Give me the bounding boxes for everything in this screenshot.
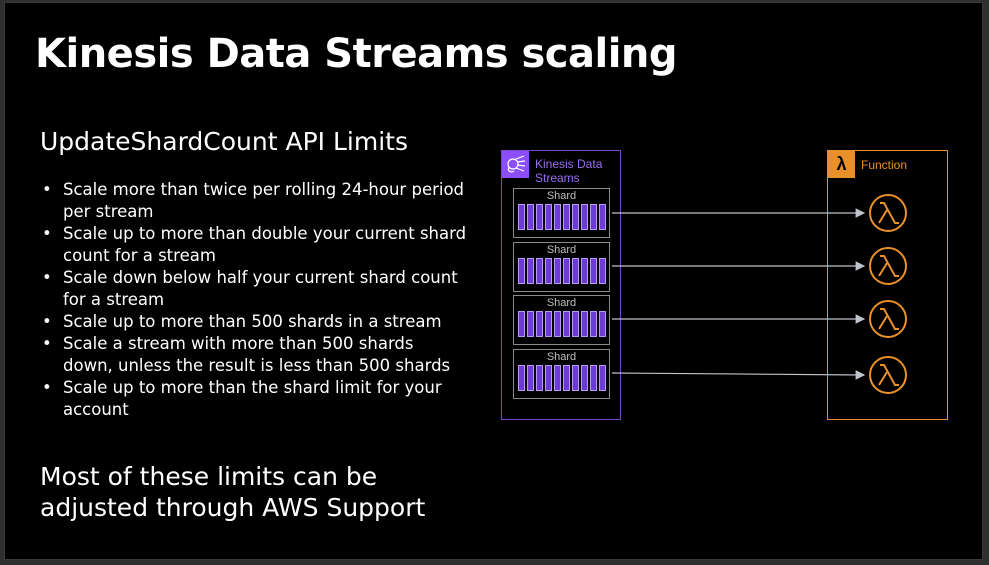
bullet-item: Scale up to more than the shard limit fo… [38,377,468,421]
footer-note: Most of these limits can be adjusted thr… [40,462,426,522]
lambda-icon: λ [828,151,855,178]
slide-title: Kinesis Data Streams scaling [35,31,678,77]
shard-records [518,365,606,391]
shard-box: Shard [513,242,610,292]
lambda-function-group: λ Function [827,150,948,420]
bullet-item: Scale down below half your current shard… [38,267,468,311]
shard-label: Shard [546,244,577,256]
kinesis-data-streams-group: Kinesis Data Streams Shard Shard Shard S… [501,150,621,420]
slide-subtitle: UpdateShardCount API Limits [40,127,408,156]
bullet-item: Scale up to more than 500 shards in a st… [38,311,468,333]
function-label: Function [861,158,908,172]
shard-box: Shard [513,188,610,238]
shard-records [518,311,606,337]
slide: Kinesis Data Streams scaling UpdateShard… [4,2,983,560]
shard-label: Shard [546,351,577,363]
shard-label: Shard [546,297,577,309]
kinesis-streams-icon [502,151,529,178]
shard-records [518,204,606,230]
shard-box: Shard [513,295,610,345]
shard-label: Shard [546,190,577,202]
bullet-item: Scale up to more than double your curren… [38,223,468,267]
bullet-item: Scale more than twice per rolling 24-hou… [38,179,468,223]
kinesis-label: Kinesis Data Streams [535,157,603,185]
bullet-item: Scale a stream with more than 500 shards… [38,333,468,377]
shard-box: Shard [513,349,610,399]
shard-records [518,258,606,284]
bullet-list: Scale more than twice per rolling 24-hou… [38,179,468,421]
